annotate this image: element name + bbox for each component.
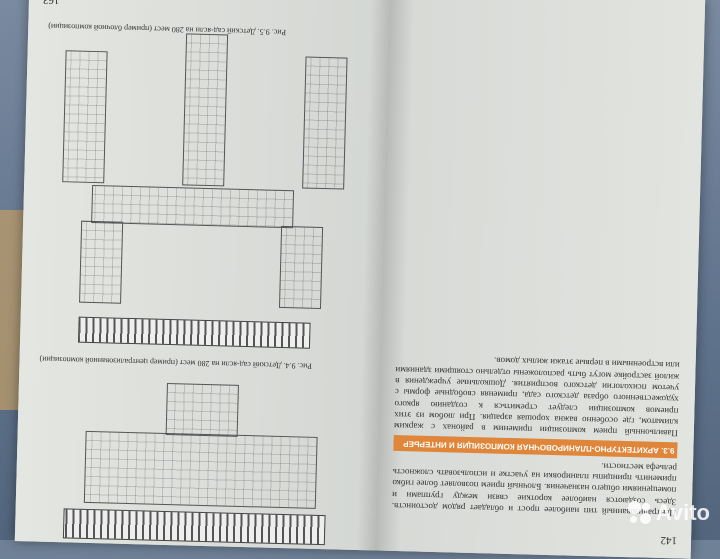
figure-caption-9-5: Рис. 9.5. Детский сад-ясли на 280 мест (… <box>48 21 287 37</box>
page-number: 163 <box>43 0 60 6</box>
avito-logo-icon <box>627 501 652 525</box>
figure-caption-9-4: Рис. 9.4. Детский сад-ясли на 280 мест (… <box>39 354 312 371</box>
floor-plan-block-top-right <box>79 220 124 304</box>
section-heading: 9.3. АРХИТЕКТУРНО-ПЛАНИРОВОЧНАЯ КОМПОЗИЦ… <box>393 435 678 458</box>
floor-plan-block-left <box>302 56 348 190</box>
avito-watermark: Avito <box>627 500 710 526</box>
left-page: 163 Рис. 9.5. Детский сад-ясли на 280 ме… <box>14 0 390 551</box>
floor-plan-centralized-wing <box>165 382 239 437</box>
floor-plan-centralized <box>83 430 318 509</box>
right-page: 142 Централизованный тип наиболее прост … <box>374 0 706 559</box>
body-text: Централизованный тип наиболее прост и об… <box>392 21 689 518</box>
watermark-text: Avito <box>655 500 710 525</box>
floor-plan-block-top-left <box>278 225 324 309</box>
paragraph: Павильонный прием композиции применим в … <box>393 355 680 439</box>
page-number: 142 <box>660 533 678 547</box>
open-book: 163 Рис. 9.5. Детский сад-ясли на 280 ме… <box>14 0 706 559</box>
floor-plan-block-right <box>62 50 108 184</box>
floor-plan-block-mid <box>182 33 229 187</box>
facade-elevation-9-5 <box>78 316 311 349</box>
